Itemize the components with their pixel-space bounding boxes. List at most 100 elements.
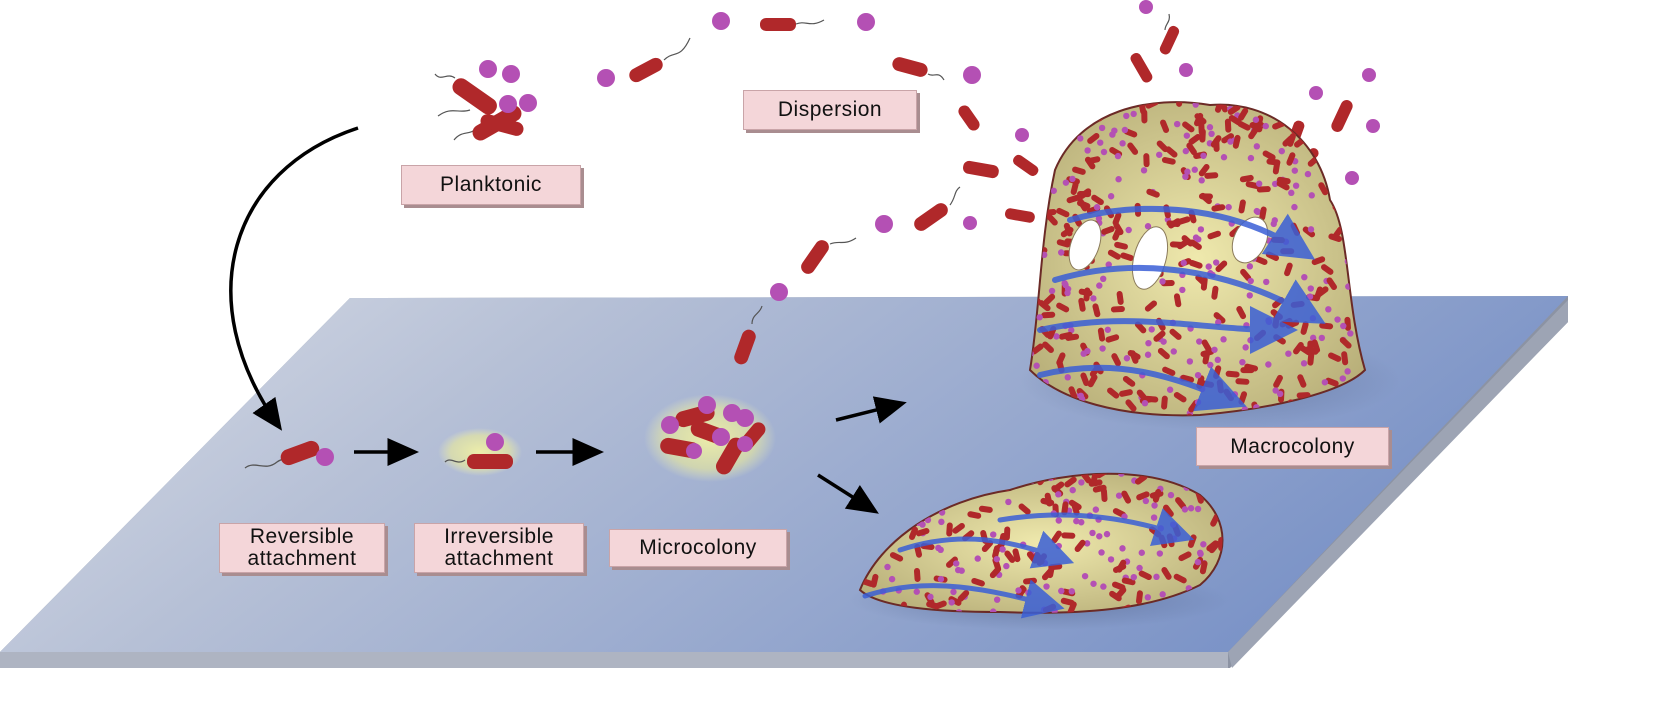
- colony-bacterium: [1245, 181, 1260, 189]
- colony-spore: [1005, 498, 1012, 506]
- colony-bacterium: [978, 505, 993, 513]
- colony-bacterium: [1325, 377, 1339, 387]
- colony-bacterium: [1042, 102, 1057, 104]
- colony-bacterium: [889, 552, 904, 562]
- colony-bacterium: [1089, 111, 1103, 122]
- colony-spore: [1096, 282, 1103, 289]
- colony-bacterium: [1071, 501, 1080, 516]
- colony-bacterium: [1284, 262, 1293, 277]
- colony-spore: [1141, 399, 1149, 407]
- colony-spore: [953, 560, 960, 567]
- colony-bacterium: [1280, 248, 1295, 255]
- colony-bacterium: [1182, 121, 1195, 133]
- colony-spore: [1030, 203, 1037, 211]
- colony-spore: [1090, 295, 1097, 302]
- reversible-cell: [244, 440, 334, 469]
- colony-spore: [1107, 556, 1115, 563]
- colony-bacterium: [1360, 249, 1365, 258]
- colony-bacterium: [1272, 160, 1281, 175]
- colony-spore: [1352, 256, 1360, 264]
- colony-spore: [1095, 215, 1103, 222]
- colony-spore: [1247, 277, 1254, 285]
- label-dispersion: Dispersion: [743, 90, 917, 130]
- colony-bacterium: [1143, 153, 1150, 168]
- colony-bacterium: [1262, 150, 1276, 161]
- colony-bacterium: [1208, 540, 1220, 554]
- colony-spore: [1081, 572, 1089, 580]
- irreversible-cell: [438, 428, 522, 476]
- colony-bacterium: [1086, 156, 1101, 164]
- colony-bacterium: [1109, 590, 1122, 602]
- colony-spore: [1032, 133, 1040, 140]
- colony-bacterium: [981, 540, 994, 552]
- colony-bacterium: [1236, 306, 1247, 320]
- colony-bacterium: [948, 596, 962, 606]
- stage-arrows: [354, 396, 907, 514]
- colony-spore: [913, 588, 920, 595]
- colony-bacterium: [1199, 128, 1206, 143]
- colony-bacterium: [1215, 260, 1228, 273]
- colony-spore: [1254, 208, 1261, 216]
- colony-bacterium: [1227, 104, 1241, 115]
- colony-bacterium: [1107, 387, 1120, 399]
- colony-spore: [1115, 492, 1123, 499]
- colony-spore: [1276, 390, 1284, 398]
- colony-spore: [1194, 558, 1202, 566]
- colony-bacterium: [1018, 503, 1031, 515]
- colony-bacterium: [1070, 181, 1079, 195]
- colony-spore: [1077, 392, 1085, 400]
- colony-spore: [1156, 550, 1164, 557]
- colony-bacterium: [1319, 322, 1334, 330]
- colony-bacterium: [1031, 343, 1044, 355]
- colony-bacterium: [1074, 539, 1086, 552]
- colony-spore: [1142, 497, 1150, 505]
- label-irreversible-attachment: Irreversible attachment: [414, 523, 584, 573]
- colony-spore: [1050, 187, 1057, 194]
- colony-spore: [1308, 192, 1315, 199]
- colony-spore: [1263, 278, 1270, 286]
- colony-bacterium: [1211, 285, 1219, 300]
- colony-bacterium: [1092, 303, 1101, 318]
- colony-bacterium: [1178, 551, 1192, 562]
- colony-bacterium: [1188, 133, 1201, 145]
- colony-bacterium: [1199, 560, 1208, 575]
- colony-bacterium: [1003, 526, 1011, 541]
- colony-bacterium: [1198, 163, 1210, 177]
- colony-bacterium: [1111, 353, 1121, 367]
- colony-spore: [1068, 327, 1075, 334]
- colony-spore: [1363, 230, 1365, 238]
- colony-spore: [1100, 148, 1108, 156]
- colony-bacterium: [1083, 287, 1091, 302]
- colony-bacterium: [1276, 180, 1290, 191]
- colony-bacterium: [1173, 392, 1187, 403]
- colony-bacterium: [1311, 339, 1321, 354]
- colony-bacterium: [1211, 204, 1226, 212]
- colony-bacterium: [1311, 256, 1326, 266]
- colony-spore: [1097, 139, 1104, 146]
- colony-bacterium: [1062, 102, 1075, 109]
- colony-spore: [1325, 306, 1332, 313]
- colony-bacterium: [1068, 386, 1078, 400]
- colony-spore: [1356, 142, 1363, 150]
- colony-bacterium: [1240, 367, 1255, 374]
- colony-bacterium: [1051, 481, 1065, 493]
- colony-spore: [1262, 122, 1269, 130]
- colony-spore: [1180, 93, 1186, 99]
- colony-spore: [1278, 147, 1285, 155]
- colony-bacterium: [989, 566, 1002, 579]
- colony-spore: [1194, 398, 1202, 406]
- colony-spore: [1231, 391, 1239, 398]
- colony-spore: [1271, 217, 1278, 224]
- colony-spore: [1247, 154, 1255, 162]
- label-reversible-attachment: Reversible attachment: [219, 523, 385, 573]
- colony-spore: [1078, 519, 1085, 526]
- colony-spore: [1301, 273, 1308, 281]
- colony-bacterium: [993, 541, 1005, 554]
- colony-bacterium: [1114, 241, 1128, 250]
- colony-spore: [1104, 326, 1112, 333]
- colony-bacterium: [1207, 230, 1221, 240]
- colony-spore: [1195, 236, 1202, 243]
- colony-spore: [1130, 573, 1138, 581]
- colony-spore: [1068, 588, 1076, 595]
- colony-bacterium: [1256, 102, 1267, 106]
